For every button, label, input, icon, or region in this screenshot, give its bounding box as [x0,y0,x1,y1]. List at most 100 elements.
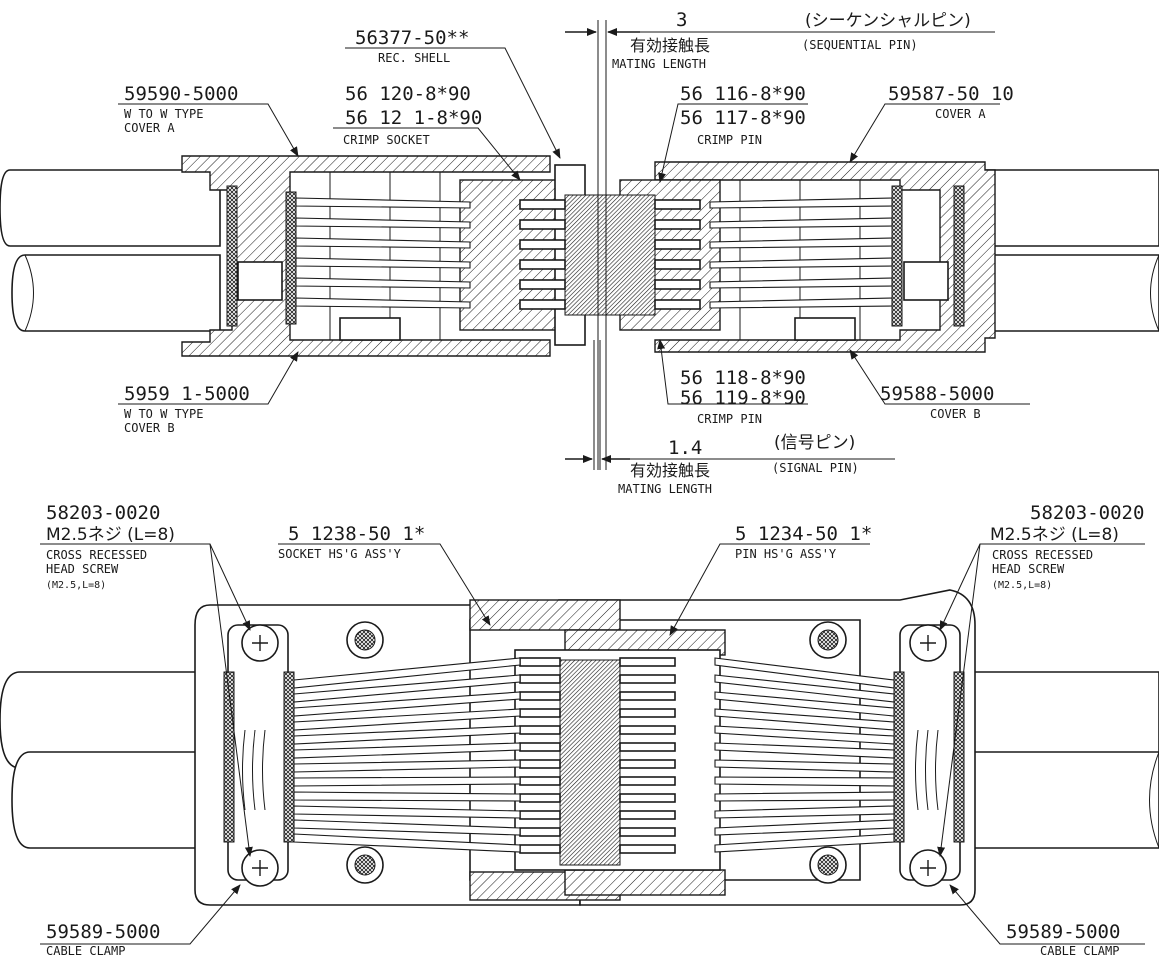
wire-left [293,725,521,745]
socket-contact [519,793,561,803]
sig-pin-jp: (信号ピン) [774,433,855,453]
crimp-pin-top-part-2: 56 117-8*90 [680,107,806,129]
pin-contact [619,759,676,769]
wire-right [709,217,893,229]
crimp-pin-bottom-part-2: 56 119-8*90 [680,387,806,409]
cover-b-right-desc: COVER B [930,407,981,421]
screw-right-line2: HEAD SCREW [992,562,1065,576]
leader-lines [40,47,1145,945]
bottom-plan-view [0,589,1159,906]
wire-left [293,708,521,731]
wire-right [714,742,895,759]
cover-b-left-line1: W TO W TYPE [124,407,203,421]
socket-contact [519,674,561,684]
left-cable-clamp [223,624,295,881]
socket-contact [519,827,561,837]
pin-contact [619,674,676,684]
crimp-pin-top-part-1: 56 116-8*90 [680,83,806,105]
pin-hsg-desc: PIN HS'G ASS'Y [735,547,837,561]
screw-bottom-right [909,849,947,887]
socket-contact [519,691,561,701]
cover-a-right-part-number: 59587-50 10 [888,83,1014,105]
pin-contact [619,708,676,718]
rec-shell-desc: REC. SHELL [378,51,450,65]
socket-contact [519,708,561,718]
seq-mating-length: MATING LENGTH [612,57,706,71]
socket-contact [519,810,561,820]
sig-mating-length-jp: 有効接触長 [630,461,710,480]
wire-right [714,805,895,819]
pin-contact [654,259,701,270]
seq-sequential-pin-desc: (SEQUENTIAL PIN) [802,38,918,52]
pin-contact [619,742,676,752]
bottom-wires [293,657,895,853]
wire-right [709,197,893,209]
screw-right-line3: (M2.5,L=8) [992,580,1052,591]
right-cable-top [959,169,1159,332]
wire-left [293,674,521,703]
pin-contact [654,279,701,290]
pin-contact [619,725,676,735]
left-cable-bottom [0,671,231,849]
socket-contact [519,199,566,210]
socket-contact [519,299,566,310]
wire-left [293,759,521,773]
wire-right [714,833,895,853]
wire-right [714,725,895,745]
clamp-left-part-number: 59589-5000 [46,921,160,943]
wire-left [295,277,471,289]
socket-contact [519,725,561,735]
wire-right [709,297,893,309]
wire-left [293,791,521,802]
boss-left-bottom [346,846,384,884]
wire-left [295,217,471,229]
mating-zone-top [564,194,656,316]
cover-b-left-part-number: 5959 1-5000 [124,383,250,405]
left-cover-top [181,155,551,357]
wire-right [714,691,895,717]
sig-mating-length: MATING LENGTH [618,482,712,496]
right-cable-bottom [949,671,1159,849]
mating-zone-bottom [559,659,621,866]
socket-contact [519,239,566,250]
wire-left [293,657,521,689]
pin-contact [654,219,701,230]
crimp-pin-bottom-desc: CRIMP PIN [697,412,762,426]
cover-a-right-desc: COVER A [935,107,986,121]
wire-left [295,197,471,209]
cover-a-left-line2: COVER A [124,121,175,135]
cover-b-left-line2: COVER B [124,421,175,435]
wire-right [714,657,895,689]
sequential-mating-dimension [565,20,995,470]
wire-left [293,742,521,759]
seq-pin-jp: (シーケンシャルピン) [805,11,971,31]
socket-contact [519,742,561,752]
screw-top-right [909,624,947,662]
left-cable-top [0,169,221,332]
socket-contact [519,219,566,230]
socket-hsg-part-number: 5 1238-50 1* [288,523,425,545]
crimp-pin-top-desc: CRIMP PIN [697,133,762,147]
wire-right [714,759,895,773]
crimp-socket-part-1: 56 120-8*90 [345,83,471,105]
screw-right-jp: M2.5ネジ (L=8) [990,525,1119,545]
rec-shell-part-number: 56377-50** [355,27,469,49]
boss-right-top [809,621,847,659]
bottom-contacts [519,657,676,854]
pin-contact [619,691,676,701]
clamp-left-desc: CABLE CLAMP [46,944,125,958]
socket-contact [519,776,561,786]
socket-contact [519,759,561,769]
screw-bottom-left [241,849,279,887]
wire-right [714,708,895,731]
screw-left-part-number: 58203-0020 [46,502,160,524]
wire-right [714,776,895,787]
wire-left [295,237,471,249]
pin-contact [619,844,676,854]
pin-contact [619,810,676,820]
pin-hsg-part-number: 5 1234-50 1* [735,523,872,545]
wire-right [709,257,893,269]
screw-left-line3: (M2.5,L=8) [46,580,106,591]
boss-left-top [346,621,384,659]
